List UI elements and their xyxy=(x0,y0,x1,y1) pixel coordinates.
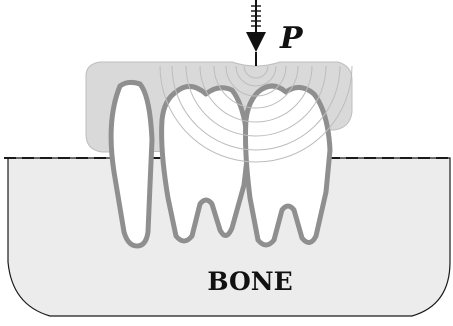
bone-label: BONE xyxy=(207,267,292,296)
force-label: P xyxy=(279,21,304,56)
load-arrow xyxy=(246,0,266,66)
